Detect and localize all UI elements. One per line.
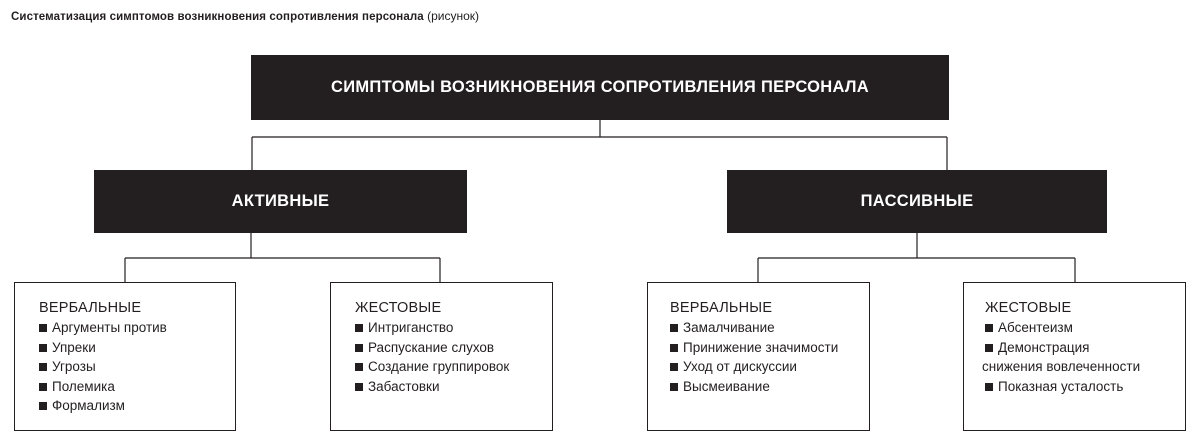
root-node-label: СИМПТОМЫ ВОЗНИКНОВЕНИЯ СОПРОТИВЛЕНИЯ ПЕР… xyxy=(331,78,869,96)
square-bullet-icon xyxy=(670,343,678,352)
list-item: Уход от дискуссии xyxy=(670,357,869,377)
list-item: Распускание слухов xyxy=(355,338,552,358)
list-item-label: Интриганство xyxy=(368,320,454,335)
leaf-node-passive-verbal: ВЕРБАЛЬНЫЕ Замалчивание Принижение значи… xyxy=(647,282,870,431)
figure-caption: Систематизация симптомов возникновения с… xyxy=(11,8,479,25)
leaf-title: ЖЕСТОВЫЕ xyxy=(985,300,1072,316)
square-bullet-icon xyxy=(355,363,363,371)
list-item-label: Забастовки xyxy=(368,378,440,394)
list-item-label: Уход от дискуссии xyxy=(683,359,797,374)
list-item-label: Полемика xyxy=(52,378,115,394)
list-item: Замалчивание xyxy=(670,318,869,338)
list-item: Упреки xyxy=(39,338,235,358)
list-item-label: Высмеивание xyxy=(683,378,770,394)
square-bullet-icon xyxy=(39,324,47,332)
list-item-continuation: снижения вовлеченности xyxy=(982,359,1141,374)
square-bullet-icon xyxy=(355,324,363,332)
list-item: Угрозы xyxy=(39,357,235,377)
list-item-label: Распускание слухов xyxy=(368,339,495,355)
list-item: Создание группировок xyxy=(355,357,552,377)
symptom-list: Интриганство Распускание слухов Создание… xyxy=(355,318,552,396)
leaf-node-active-gesture: ЖЕСТОВЫЕ Интриганство Распускание слухов… xyxy=(330,282,553,431)
list-item: Демонстрация снижения вовлеченности xyxy=(982,338,1185,377)
square-bullet-icon xyxy=(39,382,47,391)
list-item-label: Абсентеизм xyxy=(998,320,1073,335)
list-item: Абсентеизм xyxy=(985,318,1185,338)
square-bullet-icon xyxy=(985,382,993,391)
list-item-label: Демонстрация xyxy=(998,339,1090,355)
list-item: Забастовки xyxy=(355,377,552,397)
category-node-label: ПАССИВНЫЕ xyxy=(860,192,974,210)
list-item-label: Упреки xyxy=(52,339,96,355)
caption-title: Систематизация симптомов возникновения с… xyxy=(11,11,424,23)
square-bullet-icon xyxy=(670,363,678,371)
list-item-label: Создание группировок xyxy=(368,359,510,374)
caption-note: (рисунок) xyxy=(427,9,480,23)
square-bullet-icon xyxy=(670,324,678,332)
category-node-label: АКТИВНЫЕ xyxy=(231,192,330,210)
list-item-label: Аргументы против xyxy=(52,320,167,335)
list-item-label: Угрозы xyxy=(52,359,96,374)
list-item-label: Принижение значимости xyxy=(683,339,839,355)
list-item-label: Формализм xyxy=(52,398,125,413)
list-item: Показная усталость xyxy=(985,377,1185,397)
symptom-list: Замалчивание Принижение значимости Уход … xyxy=(670,318,869,396)
square-bullet-icon xyxy=(985,343,993,352)
square-bullet-icon xyxy=(985,324,993,332)
square-bullet-icon xyxy=(355,382,363,391)
list-item: Принижение значимости xyxy=(670,338,869,358)
square-bullet-icon xyxy=(39,363,47,371)
square-bullet-icon xyxy=(670,382,678,391)
list-item-label: Замалчивание xyxy=(683,320,775,335)
list-item: Полемика xyxy=(39,377,235,397)
leaf-title: ВЕРБАЛЬНЫЕ xyxy=(39,300,142,316)
leaf-title: ЖЕСТОВЫЕ xyxy=(355,300,442,316)
symptom-list: Аргументы против Упреки Угрозы Полемика … xyxy=(39,318,235,416)
square-bullet-icon xyxy=(355,343,363,352)
category-node-active: АКТИВНЫЕ xyxy=(94,170,467,233)
leaf-title: ВЕРБАЛЬНЫЕ xyxy=(670,300,773,316)
list-item: Интриганство xyxy=(355,318,552,338)
list-item: Аргументы против xyxy=(39,318,235,338)
list-item: Формализм xyxy=(39,396,235,416)
square-bullet-icon xyxy=(39,343,47,352)
leaf-node-passive-gesture: ЖЕСТОВЫЕ Абсентеизм Демонстрация снижения… xyxy=(963,282,1186,431)
symptom-list: Абсентеизм Демонстрация снижения вовлечен… xyxy=(982,318,1185,397)
square-bullet-icon xyxy=(39,402,47,410)
category-node-passive: ПАССИВНЫЕ xyxy=(727,170,1107,233)
list-item: Высмеивание xyxy=(670,377,869,397)
list-item-label: Показная усталость xyxy=(998,378,1124,394)
leaf-node-active-verbal: ВЕРБАЛЬНЫЕ Аргументы против Упреки Угроз… xyxy=(14,282,236,431)
root-node: СИМПТОМЫ ВОЗНИКНОВЕНИЯ СОПРОТИВЛЕНИЯ ПЕР… xyxy=(251,55,949,120)
